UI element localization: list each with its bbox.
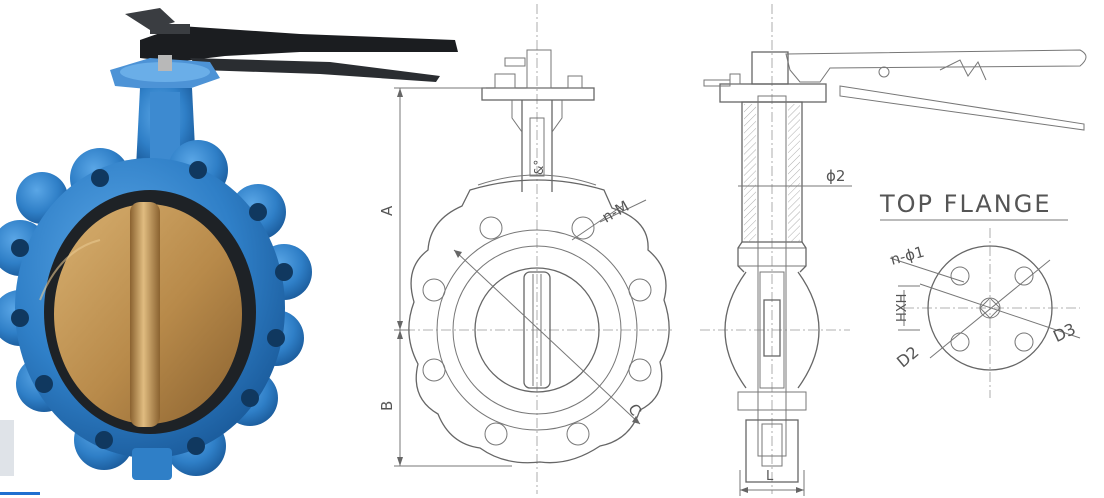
dim-label-square: &° bbox=[532, 160, 546, 175]
dim-label-a: A bbox=[378, 205, 396, 216]
side-section-drawing: L ϕ2 bbox=[700, 4, 1087, 496]
dim-label-c: C bbox=[624, 401, 645, 419]
flange-label-hxh: HXH bbox=[895, 294, 910, 322]
top-flange-title: TOP FLANGE bbox=[879, 190, 1052, 218]
dim-label-l: L bbox=[766, 469, 774, 484]
flange-label-hole: n-ϕ1 bbox=[888, 243, 926, 269]
lever-handle bbox=[125, 8, 458, 82]
top-flange-detail: TOP FLANGE n-ϕ1 HXH D2 D3 bbox=[879, 190, 1081, 398]
lug-bolt-holes bbox=[11, 161, 293, 455]
side-handle bbox=[785, 49, 1087, 131]
valve-photo bbox=[0, 8, 458, 495]
flange-label-d2: D2 bbox=[893, 342, 922, 371]
dim-label-phi2: ϕ2 bbox=[826, 167, 845, 185]
flange-label-d3: D3 bbox=[1050, 319, 1078, 346]
dim-label-b: B bbox=[378, 401, 396, 411]
disc-stem bbox=[130, 202, 160, 427]
dim-label-n-m: n-M bbox=[599, 197, 632, 227]
